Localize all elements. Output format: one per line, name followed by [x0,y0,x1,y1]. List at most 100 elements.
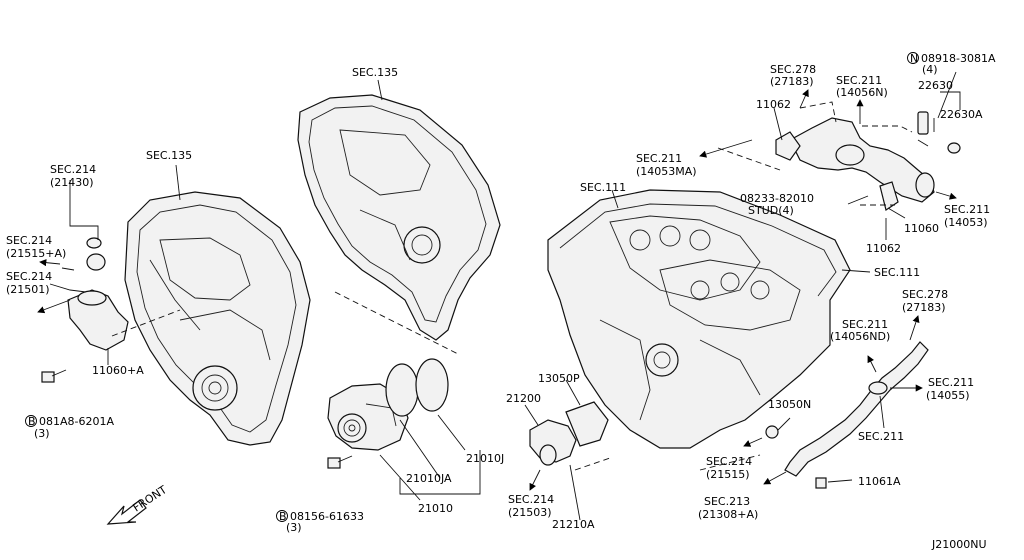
label-21010j: 21010J [466,452,504,465]
label-sec214-21515a-title: SEC.214 [6,234,52,247]
label-sec214-21515-code: (21515) [706,468,750,481]
front-label: FRONT [131,483,170,515]
label-081a8-qty: (3) [34,427,50,440]
lead-21010j [437,414,466,451]
lead-sec135-top [377,79,383,101]
bolt-callout-081a8: B 081A8-6201A (3) [25,415,114,440]
label-sec211-14055-code: (14055) [926,389,970,402]
water-pipe-upper [775,117,935,211]
water-pipe-lower [765,341,929,489]
label-sec278-top-title: SEC.278 [770,63,816,76]
label-08918-qty: (4) [922,63,938,76]
label-sec211-14056n-title: SEC.211 [836,74,882,87]
front-timing-cover-top [297,94,501,341]
lead-21210a [569,464,581,521]
label-sec135-left: SEC.135 [146,149,192,162]
label-sec278-right-code: (27183) [902,301,946,314]
label-sec213-code: (21308+A) [698,508,758,521]
water-outlet-left [49,237,129,351]
arrow-21515 [743,437,763,447]
bolt-symbol-text: B [28,415,36,428]
cylinder-block [547,189,851,449]
arrow-21501 [37,299,71,314]
lead-13050n [777,417,791,431]
bolt-callout-08156: B 08156-61633 (3) [276,510,364,534]
front-direction-indicator: FRONT [106,483,170,525]
diagram-id: J21000NU [931,538,987,551]
label-22630a: 22630A [940,108,983,121]
label-21010ja: 21010JA [406,472,452,485]
arrow-27183-right [909,315,920,341]
arrow-14053ma [699,139,753,158]
label-sec211-14056nd-code: (14056ND) [830,330,890,343]
label-sec214-21503-code: (21503) [508,506,552,519]
label-081a8-6201a: 081A8-6201A [39,415,114,428]
label-sec211-14055-title: SEC.211 [928,376,974,389]
label-sec211-14053ma-title: SEC.211 [636,152,682,165]
label-sec278-top-code: (27183) [770,75,814,88]
arrow-14053 [935,191,957,200]
label-08233-82010: 08233-82010 [740,192,814,205]
label-08918-3081a: 08918-3081A [921,52,996,65]
water-pump [327,383,409,451]
label-21210a: 21210A [552,518,595,531]
nut-symbol-icon [907,52,919,64]
label-sec211-14053ma-code: (14053MA) [636,165,697,178]
label-sec111-right: SEC.111 [874,266,920,279]
label-11060: 11060 [904,222,939,235]
label-sec111-top: SEC.111 [580,181,626,194]
nut-symbol-text: N [910,52,918,65]
bolt-symbol-icon [276,510,288,522]
lead-sec111-top [611,189,619,209]
label-sec214-21515a-code: (21515+A) [6,247,66,260]
label-sec213-title: SEC.213 [704,495,750,508]
label-13050p: 13050P [538,372,580,385]
label-sec214-21501-code: (21501) [6,283,50,296]
label-sec214-21515-title: SEC.214 [706,455,752,468]
label-21010: 21010 [418,502,453,515]
label-08156-61633: 08156-61633 [290,510,364,523]
label-stud-qty: STUD(4) [748,204,794,217]
label-22630: 22630 [918,79,953,92]
dash-14056n [862,125,913,133]
label-sec214-21430-title: SEC.214 [50,163,96,176]
label-sec211-plain: SEC.211 [858,430,904,443]
front-arrow-icon [106,499,147,525]
lead-21430 [69,180,99,240]
label-sec135-top: SEC.135 [352,66,398,79]
label-sec211-14053-code: (14053) [944,216,988,229]
dash-14053ma [717,147,781,171]
label-sec214-21430-code: (21430) [50,176,94,189]
lead-sec111-right [841,269,871,273]
alignment-dash-inlet [574,457,611,471]
label-11062-top: 11062 [756,98,791,111]
lead-21010j-bracket [399,450,481,495]
bolt-symbol-text: B [279,510,287,523]
label-08156-qty: (3) [286,521,302,534]
bolt-081a8 [41,369,67,383]
lead-sec211-plain [879,395,885,429]
lead-13050p [565,379,581,406]
label-13050n: 13050N [768,398,811,411]
label-11061a: 11061A [858,475,901,488]
label-11062-bot: 11062 [866,242,901,255]
lead-11062-top [773,107,783,141]
label-sec214-21503-title: SEC.214 [508,493,554,506]
gasket-21010ja [385,363,419,417]
nut-callout-08918: N 08918-3081A (4) [907,52,996,76]
alignment-dash-covers [334,291,461,356]
bolt-08156 [327,455,353,469]
dash-21515 [699,454,761,471]
arrow-27183-top [799,89,809,109]
label-sec214-21501-title: SEC.214 [6,270,52,283]
lead-sec135-left [175,164,181,201]
label-sec211-14056nd-title: SEC.211 [842,318,888,331]
lead-11060 [887,207,906,219]
label-21200: 21200 [506,392,541,405]
label-sec211-14053-title: SEC.211 [944,203,990,216]
arrow-21503 [529,469,541,491]
dash-27183-top [799,101,837,123]
lead-22630 [940,91,961,110]
lead-21010 [379,454,421,501]
